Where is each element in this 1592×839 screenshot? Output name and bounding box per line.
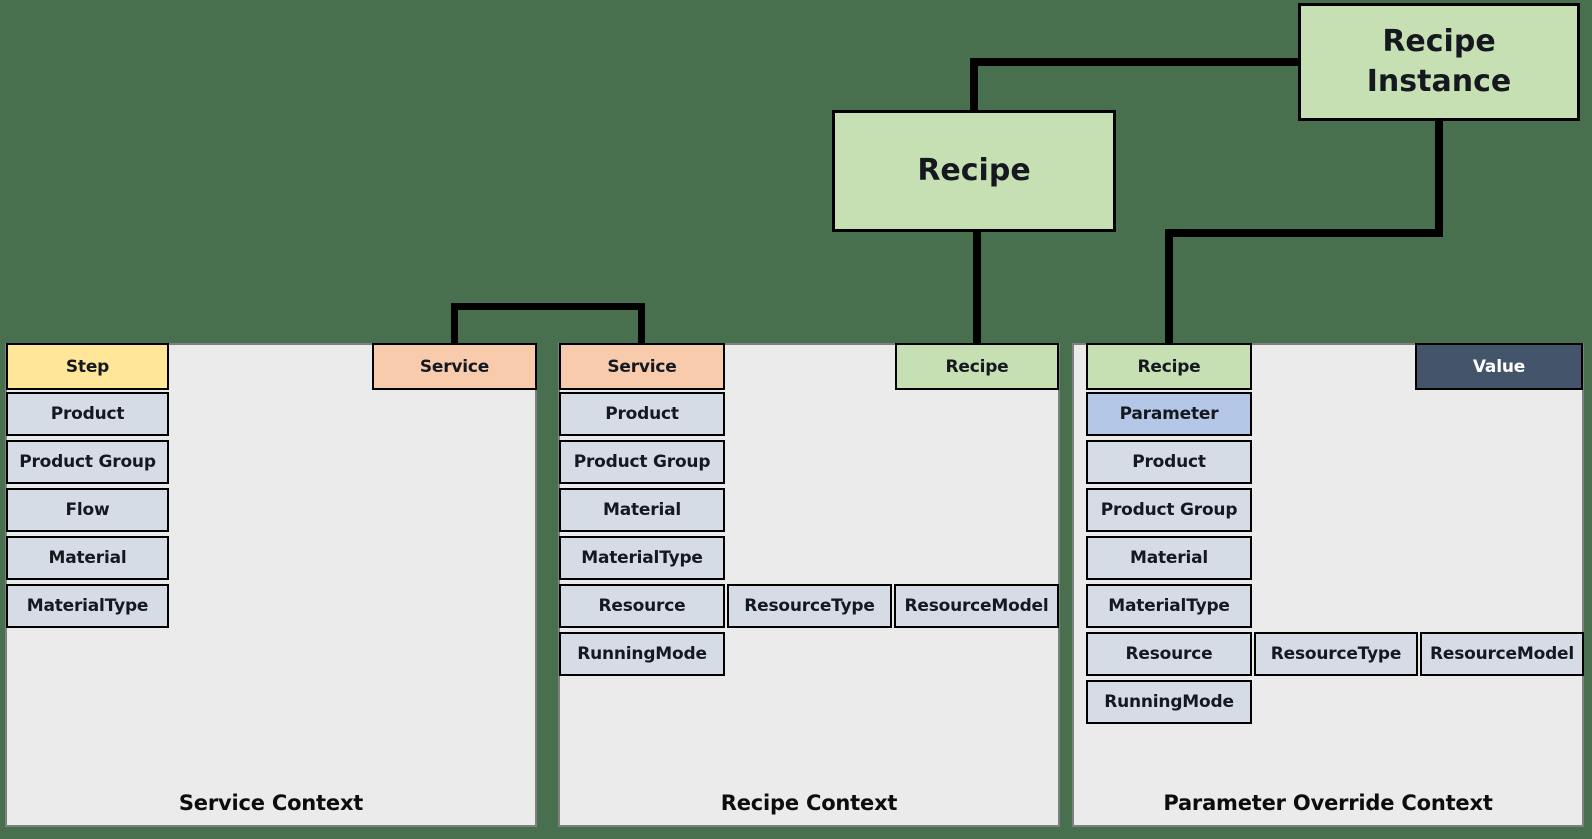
recipe-context-cell-service: Service: [559, 343, 725, 390]
connector-instance-to-recipecell-vertical: [1165, 229, 1173, 345]
cell-label: Product: [50, 404, 125, 424]
parameter-override-cell-material: Material: [1086, 536, 1252, 580]
cell-label: Resource: [598, 596, 686, 616]
cell-label: Step: [65, 356, 110, 377]
parameter-override-cell-product: Product: [1086, 440, 1252, 484]
connector-service-bracket-left: [451, 303, 458, 345]
cell-label: Flow: [65, 500, 110, 520]
cell-label: ResourceType: [1270, 644, 1402, 664]
parameter-override-cell-materialtype: MaterialType: [1086, 584, 1252, 628]
parameter-override-cell-resourcetype: ResourceType: [1254, 632, 1418, 676]
parameter-override-cell-value: Value: [1415, 343, 1583, 390]
recipe-instance-box: Recipe Instance: [1298, 3, 1580, 121]
service-context-cell-product: Product: [6, 392, 169, 436]
recipe-context-cell-product: Product: [559, 392, 725, 436]
service-context-cell-materialtype: MaterialType: [6, 584, 169, 628]
parameter-override-cell-runningmode: RunningMode: [1086, 680, 1252, 724]
service-context-cell-flow: Flow: [6, 488, 169, 532]
service-context-cell-step: Step: [6, 343, 169, 390]
parameter-override-cell-parameter: Parameter: [1086, 392, 1252, 436]
cell-label: Product Group: [19, 452, 156, 472]
recipe-context-cell-resource: Resource: [559, 584, 725, 628]
cell-label: Value: [1472, 356, 1526, 377]
cell-label: Material: [48, 548, 127, 568]
recipe-box: Recipe: [832, 110, 1116, 232]
service-context-title: Service Context: [5, 791, 537, 815]
cell-label: Service: [419, 356, 490, 377]
recipe-context-cell-runningmode: RunningMode: [559, 632, 725, 676]
recipe-context-title: Recipe Context: [558, 791, 1060, 815]
cell-label: Recipe: [1137, 356, 1201, 377]
connector-recipe-to-recipecell-vertical: [973, 228, 981, 346]
cell-label: Product Group: [573, 452, 711, 472]
service-context-cell-product-group: Product Group: [6, 440, 169, 484]
cell-label: Parameter: [1119, 404, 1219, 424]
parameter-override-context-title: Parameter Override Context: [1072, 791, 1584, 815]
connector-service-bracket-top: [451, 303, 645, 310]
cell-label: RunningMode: [1104, 692, 1234, 712]
recipe-context-cell-recipe: Recipe: [895, 343, 1059, 390]
cell-label: Service: [607, 356, 677, 377]
recipe-context-cell-product-group: Product Group: [559, 440, 725, 484]
cell-label: ResourceModel: [904, 596, 1049, 616]
connector-instance-drop-vertical: [1435, 118, 1443, 237]
recipe-instance-box-label: Recipe Instance: [1366, 24, 1512, 99]
title-label: Service Context: [178, 791, 364, 815]
recipe-context-cell-resourcemodel: ResourceModel: [894, 584, 1059, 628]
connector-service-bracket-right: [638, 303, 645, 345]
title-label: Recipe Context: [720, 791, 898, 815]
recipe-context-cell-resourcetype: ResourceType: [727, 584, 892, 628]
cell-label: Resource: [1125, 644, 1213, 664]
cell-label: ResourceType: [744, 596, 875, 616]
parameter-override-cell-resourcemodel: ResourceModel: [1420, 632, 1584, 676]
recipe-context-cell-materialtype: MaterialType: [559, 536, 725, 580]
cell-label: Material: [603, 500, 681, 520]
cell-label: Recipe: [945, 356, 1009, 377]
recipe-box-label: Recipe: [917, 153, 1031, 189]
service-context-cell-material: Material: [6, 536, 169, 580]
parameter-override-cell-recipe: Recipe: [1086, 343, 1252, 390]
parameter-override-cell-product-group: Product Group: [1086, 488, 1252, 532]
cell-label: MaterialType: [26, 596, 149, 616]
cell-label: Product Group: [1100, 500, 1238, 520]
connector-recipe-to-instance-vertical: [970, 58, 978, 114]
title-label: Parameter Override Context: [1163, 791, 1493, 815]
cell-label: ResourceModel: [1429, 644, 1575, 664]
service-context-cell-service: Service: [372, 343, 537, 390]
cell-label: RunningMode: [577, 644, 707, 664]
recipe-context-cell-material: Material: [559, 488, 725, 532]
cell-label: MaterialType: [581, 548, 703, 568]
connector-recipe-to-instance-horizontal: [970, 58, 1302, 66]
cell-label: Product: [605, 404, 679, 424]
parameter-override-cell-resource: Resource: [1086, 632, 1252, 676]
cell-label: MaterialType: [1108, 596, 1230, 616]
cell-label: Material: [1130, 548, 1208, 568]
connector-instance-horizontal: [1165, 229, 1443, 237]
cell-label: Product: [1132, 452, 1206, 472]
